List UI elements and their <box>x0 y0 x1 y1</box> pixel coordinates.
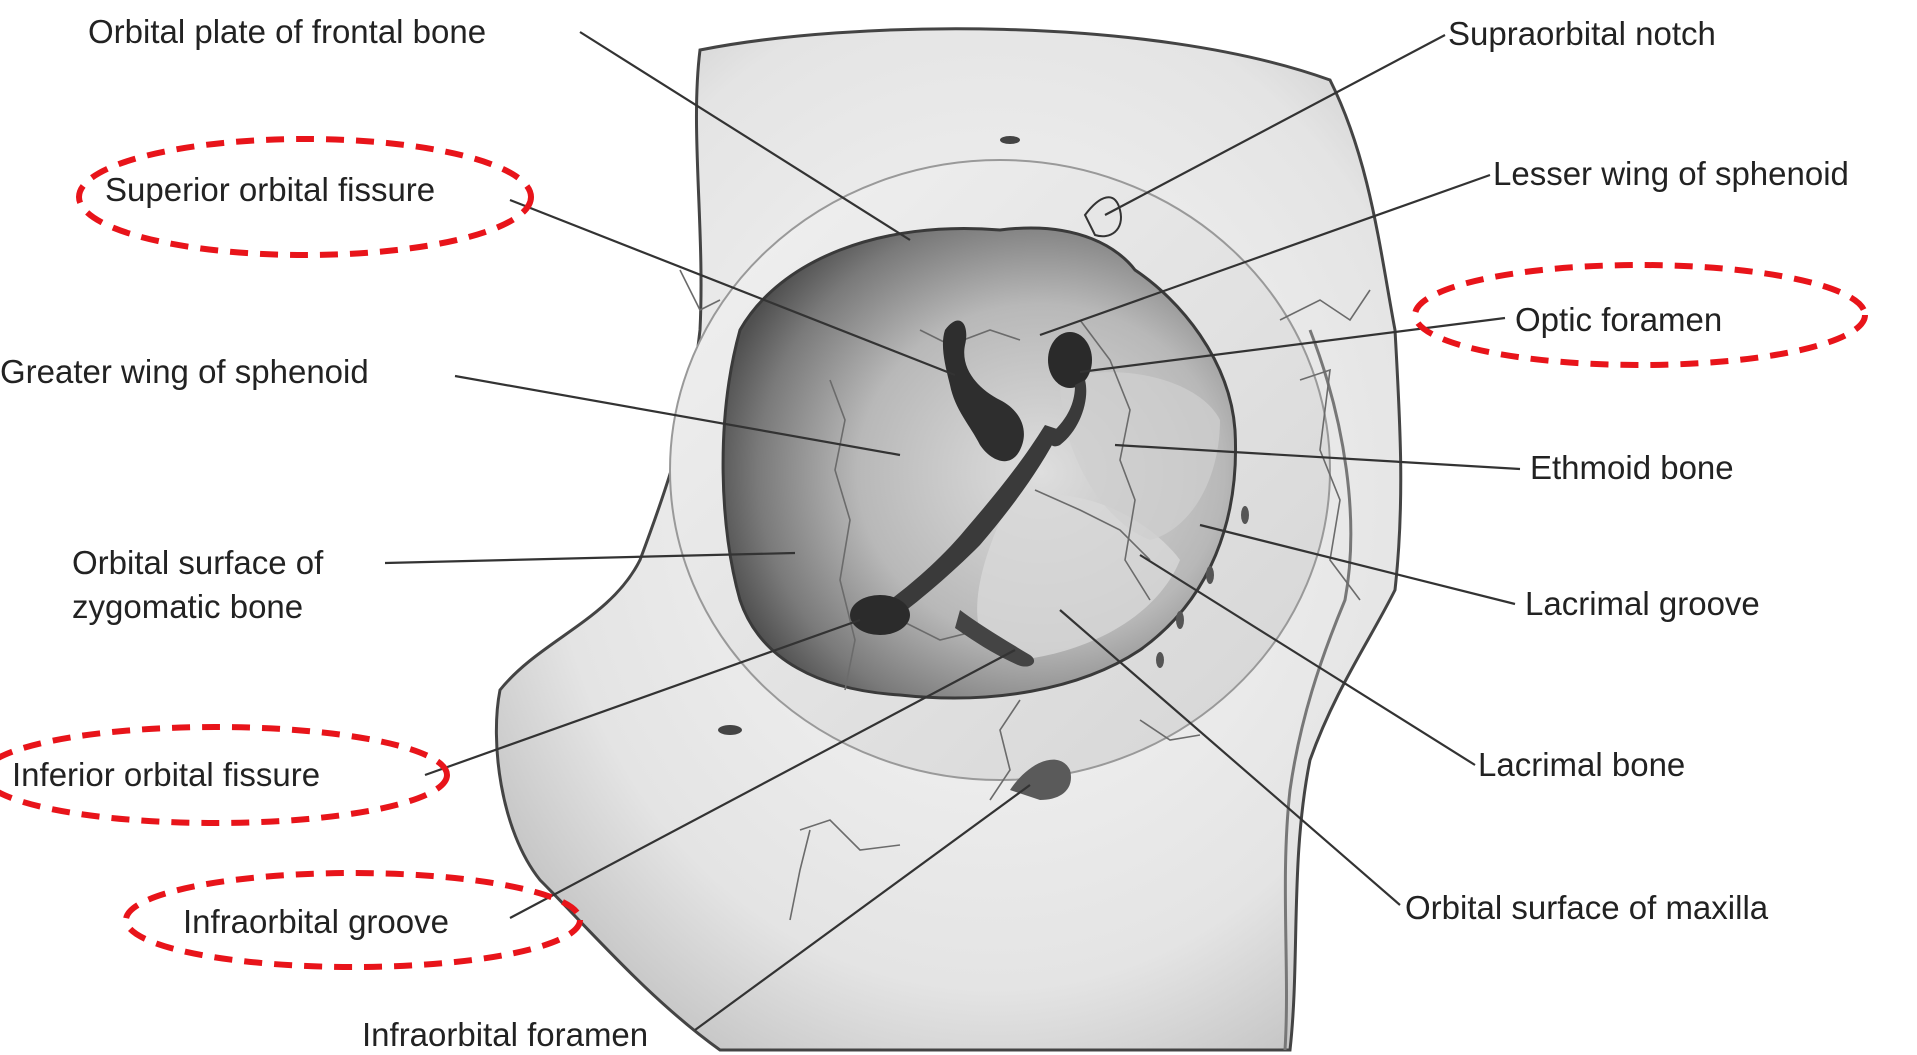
label-superior-orbital-fissure: Superior orbital fissure <box>105 170 435 210</box>
label-zygomatic-line2: zygomatic bone <box>72 587 303 627</box>
label-zygomatic-line1: Orbital surface of <box>72 543 323 583</box>
label-lacrimal-groove: Lacrimal groove <box>1525 584 1760 624</box>
label-greater-wing: Greater wing of sphenoid <box>0 352 369 392</box>
small-foramen <box>718 725 742 735</box>
label-lesser-wing: Lesser wing of sphenoid <box>1493 154 1849 194</box>
label-maxilla-surface: Orbital surface of maxilla <box>1405 888 1768 928</box>
label-lacrimal-bone: Lacrimal bone <box>1478 745 1685 785</box>
label-orbital-plate: Orbital plate of frontal bone <box>88 12 486 52</box>
label-infraorbital-groove: Infraorbital groove <box>183 902 449 942</box>
label-supraorbital-notch: Supraorbital notch <box>1448 14 1716 54</box>
label-optic-foramen: Optic foramen <box>1515 300 1722 340</box>
small-foramen <box>1000 136 1020 144</box>
label-ethmoid: Ethmoid bone <box>1530 448 1734 488</box>
label-infraorbital-foramen: Infraorbital foramen <box>362 1015 648 1055</box>
inferior-orbital-fissure-shape <box>850 595 910 635</box>
optic-foramen-shape <box>1048 332 1092 388</box>
label-inferior-orbital-fissure: Inferior orbital fissure <box>12 755 320 795</box>
